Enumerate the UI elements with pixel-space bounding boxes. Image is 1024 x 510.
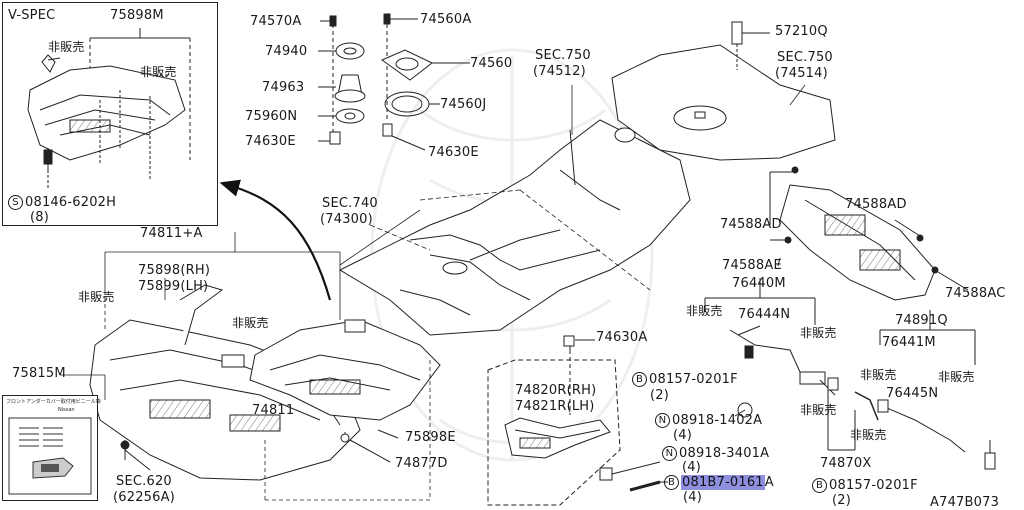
label-sec740-sub: (74300) <box>320 212 373 227</box>
label-74820R-rh: 74820R(RH) <box>515 383 597 398</box>
inset-not-for-sale-1: 非販売 <box>48 40 85 54</box>
label-74877D: 74877D <box>395 456 448 471</box>
label-57210Q: 57210Q <box>775 24 828 39</box>
bolt-b-circle-1: B <box>632 372 647 387</box>
label-74870X: 74870X <box>820 456 872 471</box>
label-76441M: 76441M <box>882 335 936 350</box>
bolt-b-circle-2: B <box>664 475 679 490</box>
label-74588AC: 74588AC <box>945 286 1006 301</box>
label-not-for-sale-g: 非販売 <box>800 403 837 417</box>
label-74560: 74560 <box>470 56 513 71</box>
qty-08157-a: (2) <box>650 388 670 403</box>
drawing-number: A747B073 <box>930 495 1000 510</box>
group-frame <box>60 232 431 501</box>
heat-insulator <box>769 166 969 301</box>
label-sec750-b: SEC.750 <box>777 50 833 65</box>
part-08157-b: 08157-0201F <box>829 478 918 493</box>
engine-under-cover <box>249 319 441 463</box>
label-not-for-sale-d: 非販売 <box>800 326 837 340</box>
floor-carpet <box>338 119 691 336</box>
bolt-type-circle: S <box>8 195 23 210</box>
v-spec-inset <box>2 2 218 226</box>
label-75898E: 75898E <box>405 430 456 445</box>
label-74891Q: 74891Q <box>895 313 948 328</box>
label-not-for-sale-e: 非販売 <box>860 368 897 382</box>
label-sec740: SEC.740 <box>322 196 378 211</box>
nut-n-circle-2: N <box>662 446 677 461</box>
label-76444N: 76444N <box>738 307 791 322</box>
part-081B7-suffix: A <box>764 475 774 490</box>
qty-08918-3401: (4) <box>682 460 702 475</box>
bracket-74820 <box>487 335 668 506</box>
label-not-for-sale-f: 非販売 <box>938 370 975 384</box>
qty-08157-b: (2) <box>832 493 852 508</box>
label-not-for-sale-h: 非販売 <box>850 428 887 442</box>
section-leaders <box>339 84 806 291</box>
label-74560J: 74560J <box>440 97 487 112</box>
qty-08918-1402: (4) <box>673 428 693 443</box>
rear-carpet <box>611 21 836 161</box>
label-75960N: 75960N <box>245 109 298 124</box>
label-sec750-a: SEC.750 <box>535 48 591 63</box>
label-not-for-sale-c: 非販売 <box>686 304 723 318</box>
label-74963: 74963 <box>262 80 305 95</box>
label-74821R-lh: 74821R(LH) <box>515 399 595 414</box>
label-74588AD-left: 74588AD <box>720 217 782 232</box>
label-74940: 74940 <box>265 44 308 59</box>
label-sec620: SEC.620 <box>116 474 172 489</box>
label-75899-lh: 75899(LH) <box>138 279 209 294</box>
label-74588AE: 74588AE <box>722 258 782 273</box>
placard-drawing <box>8 417 92 495</box>
reference-arrow <box>219 179 332 301</box>
mount-parts <box>318 13 470 151</box>
inset-not-for-sale-2: 非販売 <box>140 65 177 79</box>
placard-line-1: フロントアンダーカバー取付用ビニール袋 <box>6 399 101 405</box>
label-74560A: 74560A <box>420 12 472 27</box>
part-08157-a: 08157-0201F <box>649 372 738 387</box>
highlighted-part-081B7-0161[interactable]: 081B7-0161 <box>681 475 765 490</box>
qty-081B7: (4) <box>683 490 703 505</box>
label-76440M: 76440M <box>732 276 786 291</box>
label-sec620-sub: (62256A) <box>113 490 175 505</box>
label-sec750-b-sub: (74514) <box>775 66 828 81</box>
label-74630E-right: 74630E <box>428 145 479 160</box>
label-75898-rh: 75898(RH) <box>138 263 211 278</box>
label-74630E-left: 74630E <box>245 134 296 149</box>
nut-n-circle-1: N <box>655 413 670 428</box>
part-08918-1402: 08918-1402A <box>672 413 763 428</box>
front-under-cover <box>89 284 361 481</box>
placard-line-2: Nissan <box>58 407 75 413</box>
label-74588AD-right: 74588AD <box>845 197 907 212</box>
bolt-b-circle-3: B <box>812 478 827 493</box>
inset-bolt-number: 08146-6202H <box>25 195 117 210</box>
inset-bolt-qty: (8) <box>30 210 50 225</box>
inset-title: V-SPEC <box>8 8 56 23</box>
label-75815M: 75815M <box>12 366 66 381</box>
part-08918-3401: 08918-3401A <box>679 446 770 461</box>
battery-straps <box>704 278 996 470</box>
label-74811: 74811 <box>252 403 295 418</box>
label-sec750-a-sub: (74512) <box>533 64 586 79</box>
label-74630A: 74630A <box>596 330 648 345</box>
label-not-for-sale-a: 非販売 <box>78 290 115 304</box>
label-not-for-sale-b: 非販売 <box>232 316 269 330</box>
inset-part-number: 75898M <box>110 8 164 23</box>
instruction-placard: フロントアンダーカバー取付用ビニール袋 Nissan <box>2 395 101 501</box>
label-74570A: 74570A <box>250 14 302 29</box>
label-74811A: 74811+A <box>140 226 203 241</box>
label-76445N: 76445N <box>886 386 939 401</box>
inset-cover-drawing <box>27 28 191 188</box>
